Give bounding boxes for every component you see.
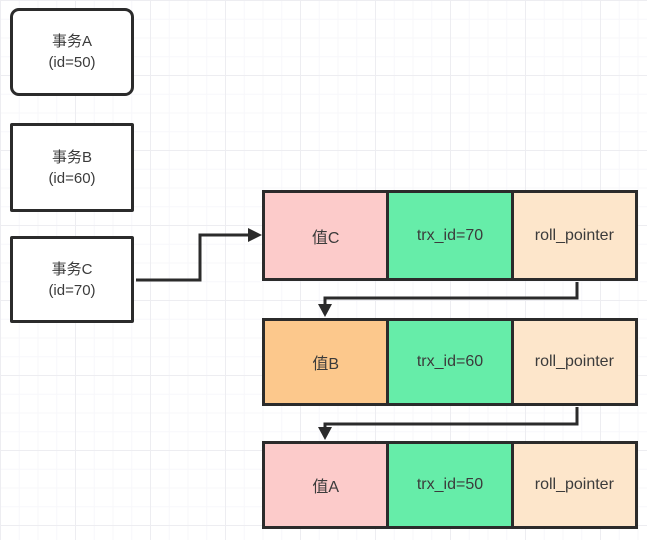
- roll-pointer-cell: roll_pointer: [513, 193, 635, 278]
- roll-pointer-cell: roll_pointer: [513, 321, 635, 403]
- transaction-box-b: 事务B (id=60): [10, 123, 134, 212]
- value-cell: 值A: [265, 444, 387, 526]
- roll-pointer-cell: roll_pointer: [513, 444, 635, 526]
- arrow-roll-pointer-b-to-version-a: [318, 407, 579, 440]
- transaction-box-c: 事务C (id=70): [10, 236, 134, 323]
- version-row-c: 值C trx_id=70 roll_pointer: [262, 190, 638, 281]
- trx-id-cell: trx_id=50: [386, 444, 514, 526]
- arrow-roll-pointer-c-to-version-b: [318, 282, 579, 317]
- trx-id-cell: trx_id=60: [386, 321, 514, 403]
- transaction-b-name: 事务B: [51, 148, 92, 166]
- trx-id-cell: trx_id=70: [386, 193, 514, 278]
- version-row-b: 值B trx_id=60 roll_pointer: [262, 318, 638, 406]
- value-cell: 值B: [265, 321, 387, 403]
- transaction-c-id: (id=70): [48, 281, 96, 299]
- version-row-a: 值A trx_id=50 roll_pointer: [262, 441, 638, 529]
- transaction-a-id: (id=50): [48, 54, 96, 71]
- arrow-transaction-c-to-version-c: [136, 228, 262, 282]
- transaction-box-a: 事务A (id=50): [10, 8, 134, 96]
- transaction-c-name: 事务C: [51, 260, 93, 278]
- value-cell: 值C: [265, 193, 387, 278]
- transaction-a-name: 事务A: [51, 33, 92, 50]
- transaction-b-id: (id=60): [48, 169, 96, 187]
